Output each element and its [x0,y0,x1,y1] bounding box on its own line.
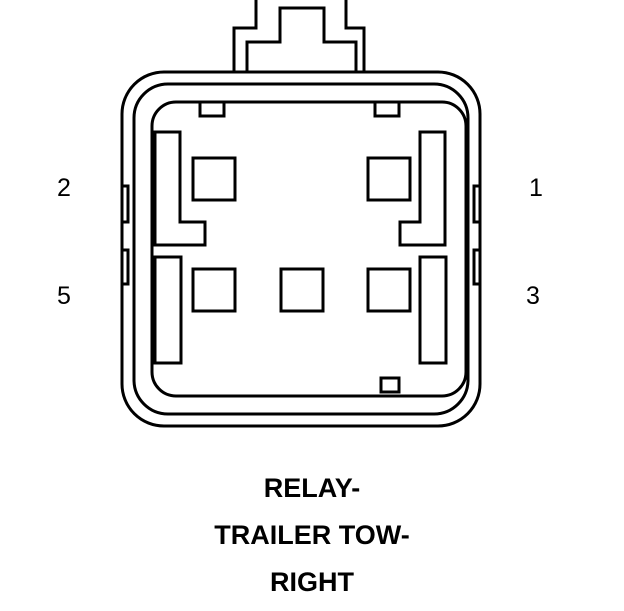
pin-label-2: 2 [57,174,71,202]
connector-latch [232,0,366,72]
terminal-pin-3 [366,267,412,313]
guide-rail-lower-right [418,255,448,365]
terminal-pin-4 [279,267,325,313]
terminal-pin-1 [366,156,412,202]
guide-rail-upper-left [153,130,207,247]
pin-label-5: 5 [57,282,71,310]
caption-line-3: RIGHT [270,567,354,597]
relay-connector-diagram [120,0,482,428]
pin-label-3: 3 [526,282,540,310]
pin-label-1: 1 [529,174,543,202]
connector-housing-seal [132,82,470,416]
cavity-key-top-right [373,100,401,118]
cavity-key-bottom [379,376,401,394]
connector-housing-outer [120,70,482,428]
housing-side-notches [122,184,480,286]
caption-line-2: TRAILER TOW- [214,520,410,550]
terminal-pin-2 [191,156,237,202]
guide-rail-lower-left [153,255,183,365]
connector-cavity [150,100,468,398]
caption-line-1: RELAY- [263,473,361,503]
terminal-pin-5 [191,267,237,313]
diagram-caption: RELAY- TRAILER TOW- RIGHT [0,470,624,611]
cavity-key-top-left [198,100,226,118]
guide-rail-upper-right [398,130,447,247]
